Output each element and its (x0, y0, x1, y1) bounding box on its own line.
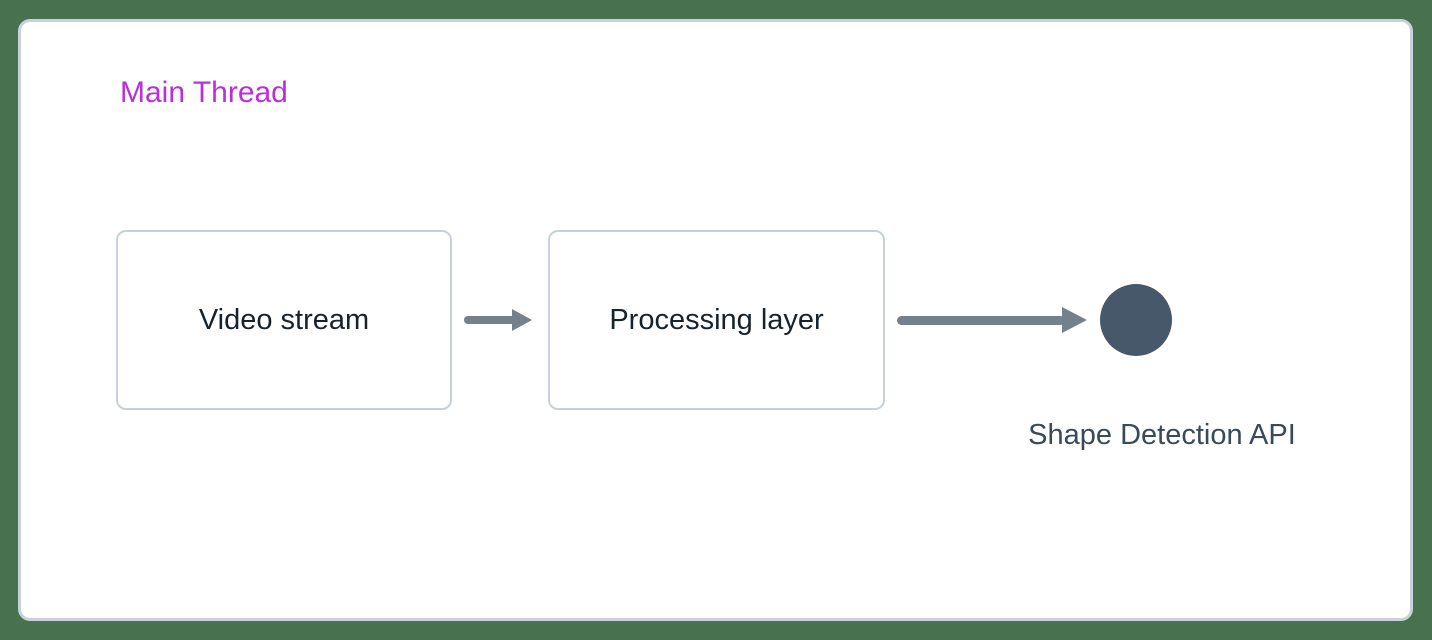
arrow-head (1062, 307, 1087, 333)
node-shape-detection-api-circle (1100, 284, 1172, 356)
node-video-stream: Video stream (116, 230, 452, 410)
main-thread-panel: Main Thread Video stream Processing laye… (18, 19, 1413, 621)
arrow-head (512, 309, 532, 331)
panel-title: Main Thread (120, 76, 288, 109)
arrow-shaft (897, 315, 1065, 325)
node-processing-layer: Processing layer (548, 230, 885, 410)
node-shape-detection-api-label: Shape Detection API (1028, 419, 1296, 451)
node-processing-layer-label: Processing layer (609, 303, 824, 336)
arrow-shaft (464, 316, 516, 324)
node-video-stream-label: Video stream (198, 303, 370, 336)
arrow-right-icon (464, 309, 532, 331)
arrow-right-icon (897, 307, 1087, 333)
